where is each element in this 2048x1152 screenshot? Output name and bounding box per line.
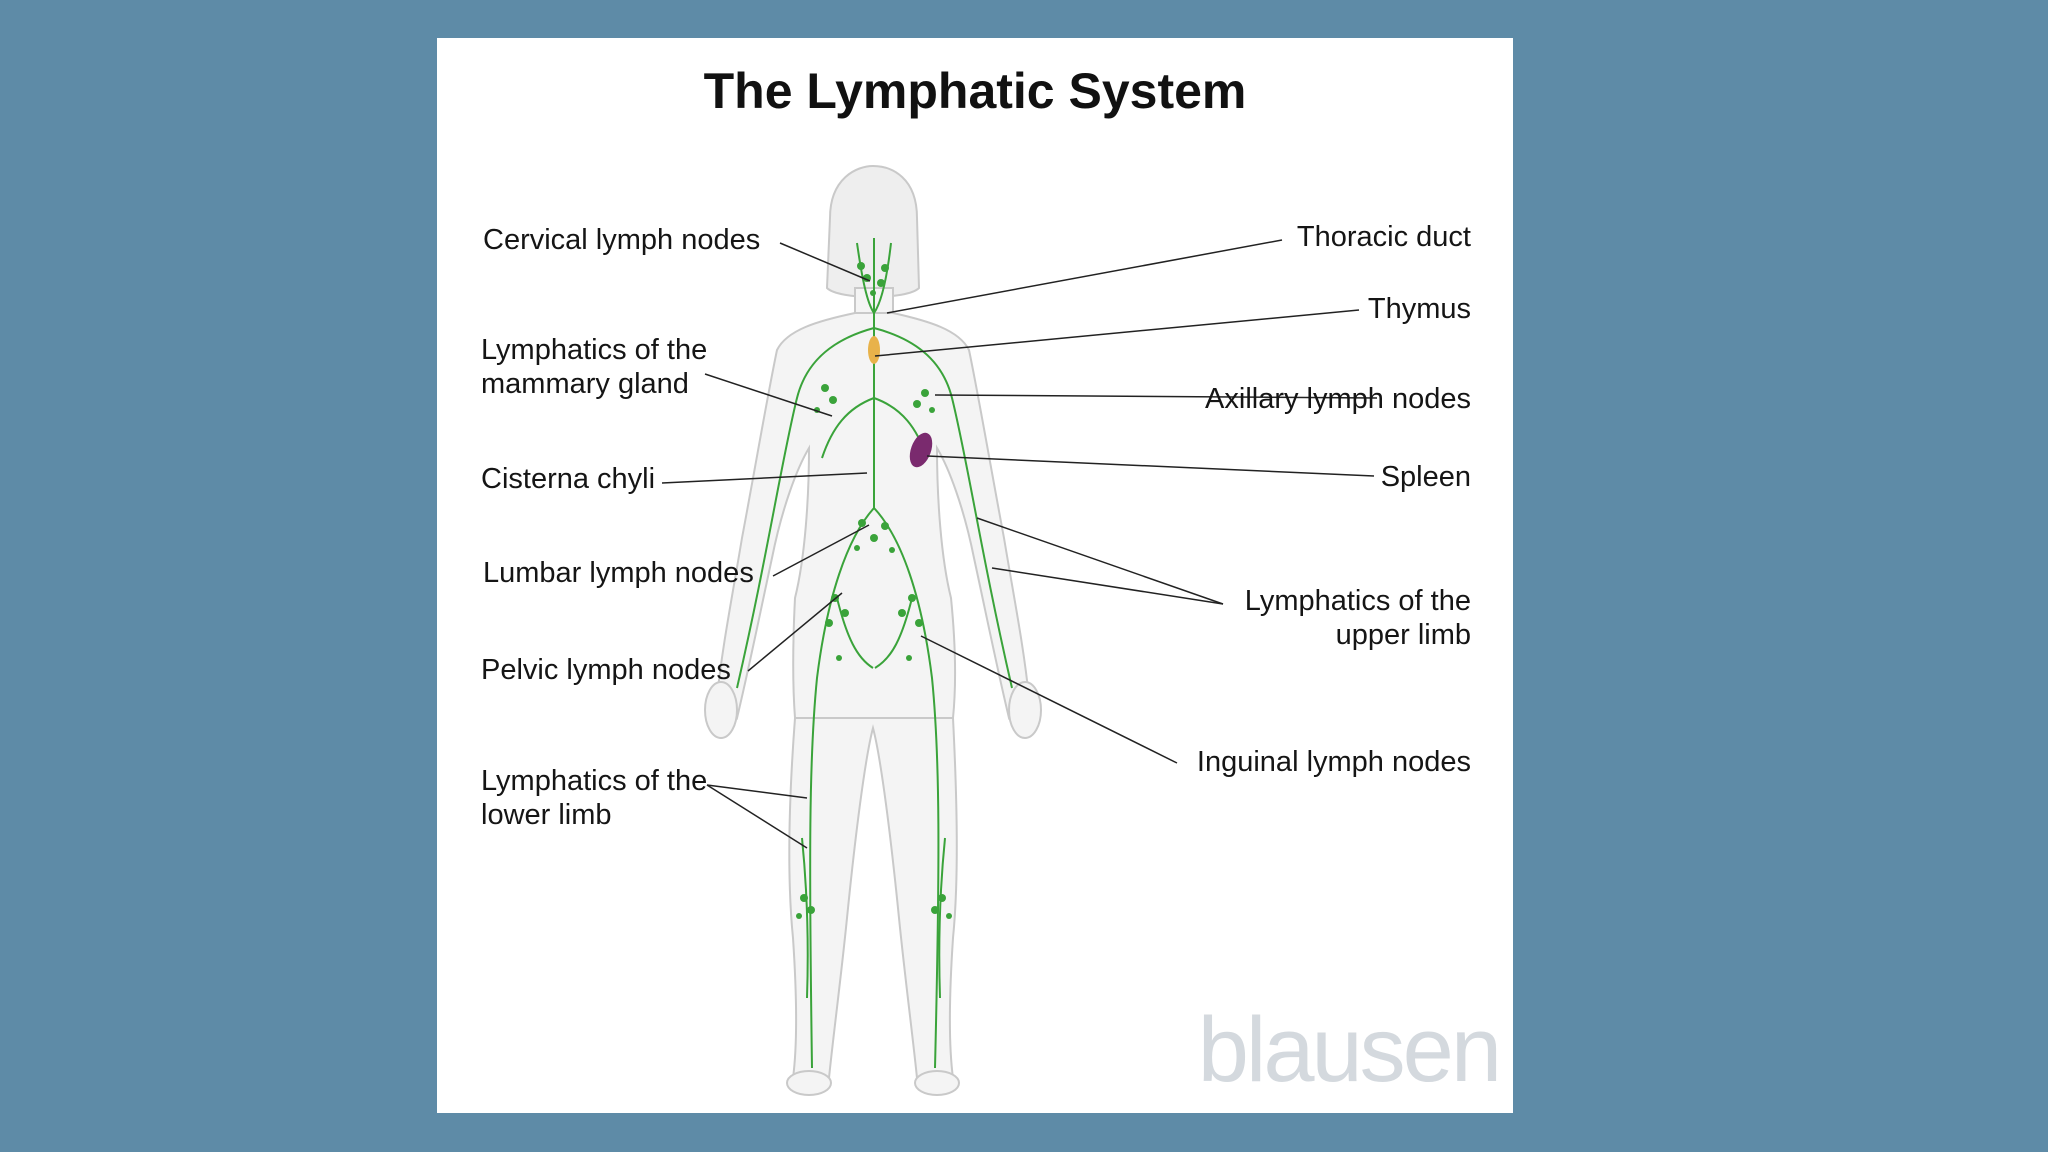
spleen-organ: [909, 432, 933, 468]
label-cervical-lymph-nodes: Cervical lymph nodes: [483, 224, 761, 256]
label-thymus: Thymus: [1367, 293, 1471, 325]
label-lower-limb-lymphatics: Lymphatics of the lower limb: [481, 765, 708, 831]
diagram-panel: The Lymphatic System: [437, 38, 1513, 1113]
label-upper-limb-lymphatics: Lymphatics of the upper limb: [1244, 585, 1471, 651]
label-axillary-lymph-nodes: Axillary lymph nodes: [1205, 383, 1471, 415]
label-thoracic-duct: Thoracic duct: [1296, 221, 1471, 253]
blausen-watermark: blausen: [1197, 999, 1502, 1101]
thymus-organ: [868, 336, 880, 364]
body-silhouette: [704, 164, 1042, 1096]
label-spleen: Spleen: [1380, 461, 1471, 493]
label-inguinal-lymph-nodes: Inguinal lymph nodes: [1196, 746, 1471, 778]
leader-lines: [661, 239, 1378, 849]
label-cisterna-chyli: Cisterna chyli: [481, 463, 656, 495]
label-mammary-lymphatics: Lymphatics of the mammary gland: [481, 334, 708, 400]
label-pelvic-lymph-nodes: Pelvic lymph nodes: [481, 654, 731, 686]
diagram-title: The Lymphatic System: [703, 63, 1247, 119]
lymph-nodes: [796, 262, 952, 919]
label-lumbar-lymph-nodes: Lumbar lymph nodes: [483, 557, 754, 589]
lymph-vessels: [736, 238, 1013, 1069]
lymphatic-figure: [661, 164, 1378, 1096]
